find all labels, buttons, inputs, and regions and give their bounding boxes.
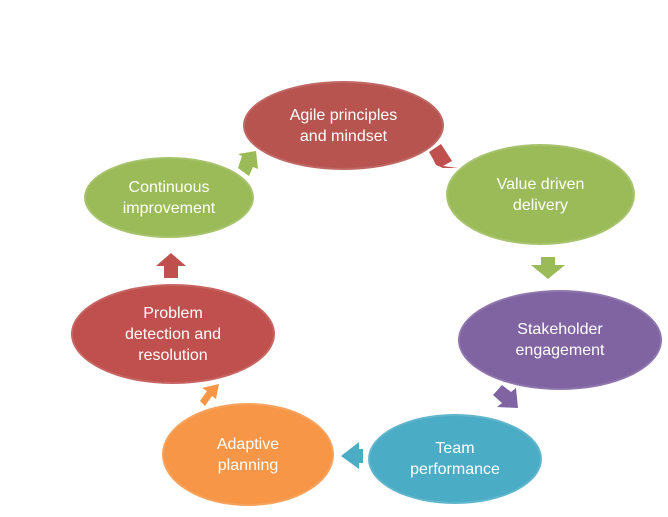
arrow-agile-to-value bbox=[429, 144, 458, 168]
node-adaptive-planning: Adaptive planning bbox=[162, 403, 334, 506]
node-problem-detection: Problem detection and resolution bbox=[71, 284, 275, 384]
arrow-value-to-stakeholder bbox=[531, 257, 565, 279]
node-agile-principles-line1: Agile principles bbox=[289, 106, 398, 124]
node-stakeholder-line2: engagement bbox=[515, 342, 605, 359]
node-value-driven-line2: delivery bbox=[512, 196, 569, 214]
node-adaptive-planning-line1: Adaptive bbox=[216, 435, 280, 453]
node-continuous-improvement-line2: improvement bbox=[122, 199, 216, 217]
node-team-performance-line1: Team bbox=[435, 440, 475, 457]
node-problem-detection-line2: detection and bbox=[124, 325, 222, 343]
node-team-performance-line2: performance bbox=[410, 461, 500, 478]
node-continuous-improvement-line1: Continuous bbox=[128, 178, 210, 196]
node-value-driven: Value driven delivery bbox=[446, 144, 635, 245]
node-problem-detection-line1: Problem bbox=[143, 304, 203, 322]
arrow-problem-to-continuous bbox=[156, 253, 186, 278]
node-value-driven-line1: Value driven bbox=[496, 175, 585, 193]
node-problem-detection-line3: resolution bbox=[138, 346, 208, 364]
arrow-continuous-to-agile bbox=[238, 151, 258, 176]
node-continuous-improvement: Continuous improvement bbox=[84, 157, 254, 238]
arrow-adaptive-to-problem bbox=[200, 384, 219, 406]
node-adaptive-planning-line2: planning bbox=[217, 456, 279, 474]
node-stakeholder: Stakeholder engagement bbox=[458, 290, 662, 390]
node-agile-principles: Agile principles and mindset bbox=[243, 81, 444, 170]
arrow-stakeholder-to-team bbox=[493, 385, 518, 408]
node-team-performance: Team performance bbox=[368, 414, 542, 504]
node-agile-principles-line2: and mindset bbox=[299, 127, 388, 145]
arrow-team-to-adaptive bbox=[341, 442, 363, 469]
node-stakeholder-line1: Stakeholder bbox=[517, 321, 603, 338]
